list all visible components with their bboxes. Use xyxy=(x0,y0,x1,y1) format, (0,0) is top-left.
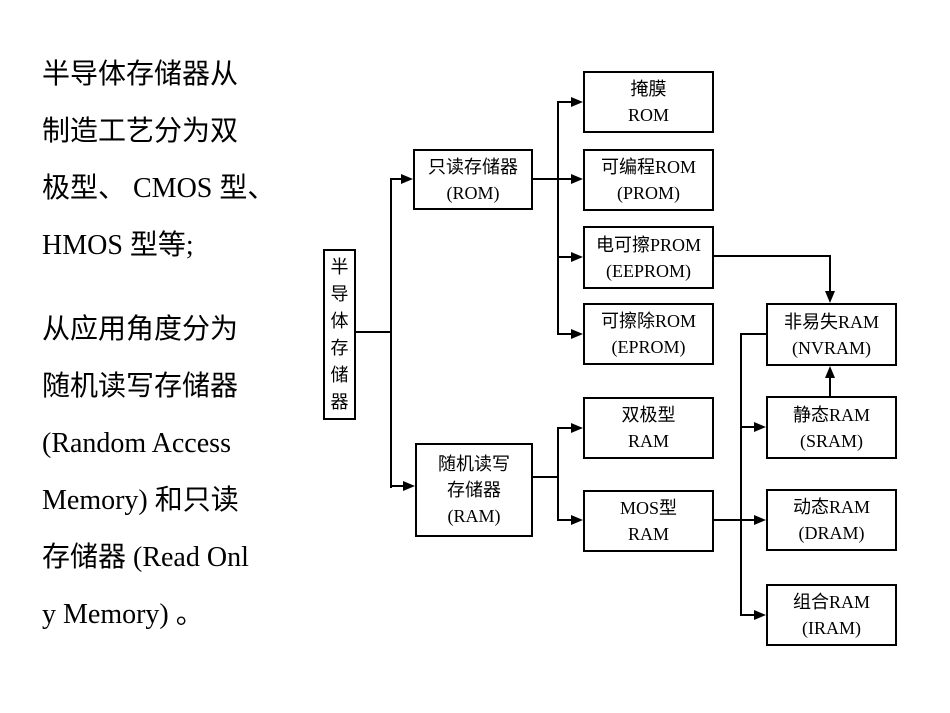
arrowhead-to-rom-icon xyxy=(401,174,413,184)
node-label-line: RAM xyxy=(627,431,669,451)
node-eprom: 可擦除ROM (EPROM) xyxy=(583,303,714,365)
node-label-line: 掩膜 xyxy=(630,79,667,99)
node-ram: 随机读写 存储器 (RAM) xyxy=(415,443,533,537)
node-label-line: RAM xyxy=(627,524,669,544)
node-mos-ram: MOS型 RAM xyxy=(583,490,714,552)
connector-trunk-ram-children xyxy=(557,427,559,521)
node-nvram: 非易失RAM (NVRAM) xyxy=(766,303,897,366)
node-label-line: (RAM) xyxy=(447,506,501,526)
text-line: HMOS 型等; xyxy=(42,230,194,261)
connector-mos-ram-exit xyxy=(714,519,754,521)
connector-to-nvram-left xyxy=(740,333,766,335)
connector-eeprom-to-nvram-horizontal xyxy=(714,255,831,257)
node-label-line: (PROM) xyxy=(616,183,680,203)
node-label-line: 随机读写 xyxy=(438,454,510,474)
node-rom: 只读存储器 (ROM) xyxy=(413,149,533,210)
node-semiconductor-memory: 半 导 体 存 储 器 xyxy=(323,249,356,420)
arrowhead-to-sram-icon xyxy=(754,422,766,432)
node-label-line: (SRAM) xyxy=(799,430,863,451)
node-label-char: 半 xyxy=(330,256,349,277)
node-label-char: 储 xyxy=(330,364,349,385)
node-label-line: 只读存储器 xyxy=(428,156,518,177)
node-label-char: 体 xyxy=(330,310,349,331)
connector-eeprom-to-nvram-vertical xyxy=(829,255,831,291)
text-line: y Memory) 。 xyxy=(42,599,204,630)
node-dram: 动态RAM (DRAM) xyxy=(766,489,897,551)
text-line: 制造工艺分为双 xyxy=(42,116,239,147)
arrowhead-to-dram-icon xyxy=(754,515,766,525)
node-label-line: 可擦除ROM xyxy=(600,311,696,331)
connector-to-mask-rom xyxy=(557,101,572,103)
connector-trunk-rom-children xyxy=(557,101,559,335)
node-bipolar-ram: 双极型 RAM xyxy=(583,397,714,459)
text-line: Memory) 和只读 xyxy=(42,485,239,516)
text-line: 存储器 (Read Onl xyxy=(42,542,249,573)
arrowhead-to-ram-icon xyxy=(403,481,415,491)
node-label-line: 动态RAM xyxy=(792,497,870,517)
node-label-line: (ROM) xyxy=(446,182,500,203)
arrowhead-to-mask-rom-icon xyxy=(571,97,583,107)
arrowhead-to-bipolar-ram-icon xyxy=(571,423,583,433)
connector-to-eeprom xyxy=(557,256,572,258)
connector-to-mos-ram xyxy=(557,519,572,521)
arrowhead-to-iram-icon xyxy=(754,610,766,620)
node-label-line: 电可擦PROM xyxy=(595,234,702,255)
connector-to-ram xyxy=(390,485,404,487)
arrowhead-to-prom-icon xyxy=(571,174,583,184)
connector-ram-exit xyxy=(532,476,559,478)
text-line: 极型、 CMOS 型、 xyxy=(42,173,276,204)
connector-to-sram xyxy=(740,426,754,428)
connector-to-iram xyxy=(740,614,754,616)
node-label-line: 非易失RAM xyxy=(783,311,879,332)
node-label-line: (NVRAM) xyxy=(792,337,871,358)
connector-to-bipolar-ram xyxy=(557,427,572,429)
node-label-line: (EEPROM) xyxy=(606,260,691,281)
connector-to-rom xyxy=(390,178,402,180)
node-label-line: (DRAM) xyxy=(798,523,865,543)
node-eeprom: 电可擦PROM (EEPROM) xyxy=(583,226,714,289)
node-label-line: (EPROM) xyxy=(611,337,686,357)
arrowhead-to-eeprom-icon xyxy=(571,252,583,262)
text-line: 从应用角度分为 xyxy=(42,314,239,345)
connector-to-prom xyxy=(557,178,572,180)
connector-trunk-level1 xyxy=(390,178,392,488)
connector-to-eprom xyxy=(557,333,572,335)
arrowhead-into-nvram-bottom-icon xyxy=(825,366,835,378)
node-label-line: 组合RAM xyxy=(792,592,870,612)
intro-paragraph-1: 半导体存储器从 制造工艺分为双 极型、 CMOS 型、 HMOS 型等; xyxy=(42,46,275,274)
text-line: 随机读写存储器 xyxy=(42,371,239,402)
intro-paragraph-2: 从应用角度分为 随机读写存储器 (Random Access Memory) 和… xyxy=(42,301,249,643)
node-label-line: 可编程ROM xyxy=(600,157,696,177)
node-label-line: 存储器 xyxy=(447,480,501,500)
node-label-char: 导 xyxy=(330,283,349,304)
node-label-line: (IRAM) xyxy=(802,618,861,638)
text-line: (Random Access xyxy=(42,428,231,459)
connector-sram-to-nvram xyxy=(829,377,831,397)
connector-rom-exit xyxy=(532,178,559,180)
text-line: 半导体存储器从 xyxy=(42,59,239,90)
node-mask-rom: 掩膜 ROM xyxy=(583,71,714,133)
node-iram: 组合RAM (IRAM) xyxy=(766,584,897,646)
node-prom: 可编程ROM (PROM) xyxy=(583,149,714,211)
arrowhead-to-eprom-icon xyxy=(571,329,583,339)
connector-root-exit xyxy=(356,331,392,333)
node-label-char: 器 xyxy=(330,391,349,412)
node-sram: 静态RAM (SRAM) xyxy=(766,396,897,459)
node-label-line: MOS型 xyxy=(619,498,677,518)
arrowhead-to-mos-ram-icon xyxy=(571,515,583,525)
node-label-char: 存 xyxy=(330,337,349,358)
node-label-line: 静态RAM xyxy=(792,404,870,425)
connector-trunk-right-column xyxy=(740,333,742,616)
node-label-line: 双极型 xyxy=(621,405,676,425)
node-label-line: ROM xyxy=(627,105,669,125)
arrowhead-into-nvram-top-icon xyxy=(825,291,835,303)
